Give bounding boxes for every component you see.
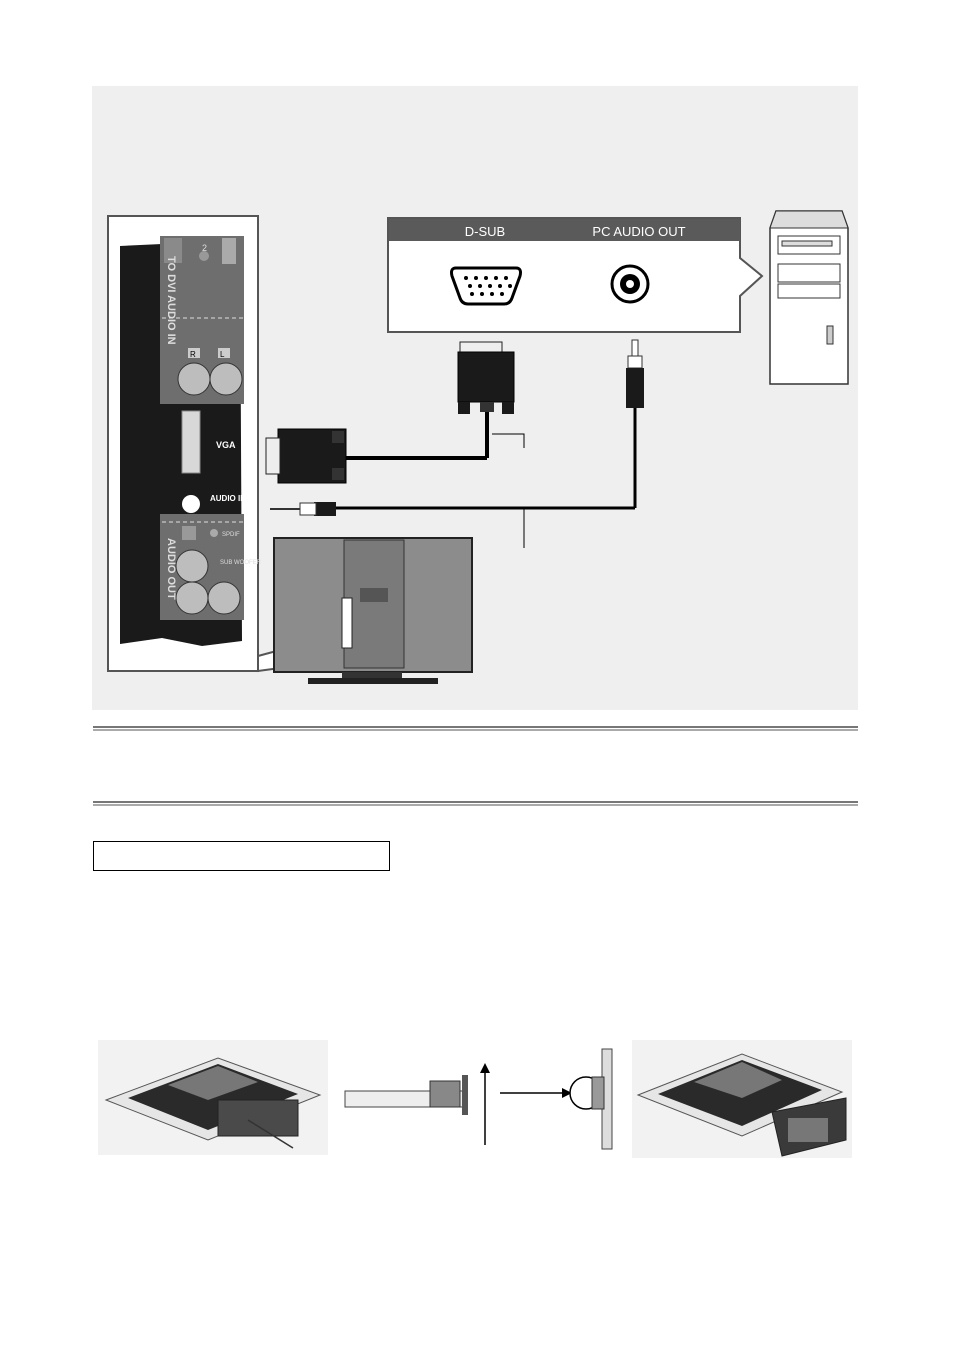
r-label-top: R bbox=[190, 350, 196, 359]
pc-connection-svg: 2 TO DVI AUDIO IN R L VGA AUDIO IN SPDIF… bbox=[107, 210, 849, 684]
stand-step-3-illustration bbox=[632, 1040, 852, 1158]
audio-in-label: AUDIO IN bbox=[210, 494, 246, 503]
l-label-top: L bbox=[220, 350, 225, 359]
stand-section-title-box bbox=[93, 841, 390, 871]
pc-connection-diagram: 2 TO DVI AUDIO IN R L VGA AUDIO IN SPDIF… bbox=[92, 86, 858, 710]
note-bottom-rule bbox=[93, 801, 858, 806]
pc-panel-header bbox=[389, 219, 740, 241]
tv-audio-in-port bbox=[182, 495, 200, 513]
audio-cable bbox=[270, 339, 644, 548]
vga-label: VGA bbox=[216, 440, 236, 450]
sub-woofer-label: SUB WOOFER bbox=[220, 560, 262, 566]
audio-out-label: AUDIO OUT bbox=[165, 538, 177, 600]
stand-step-1-illustration bbox=[98, 1040, 328, 1155]
hdmi-num-label: 2 bbox=[202, 243, 207, 253]
vga-cable bbox=[265, 341, 525, 484]
tv-back-illustration bbox=[257, 537, 473, 684]
spdif-label: SPDIF bbox=[222, 532, 240, 538]
tv-vga-port bbox=[181, 410, 201, 474]
note-text bbox=[93, 745, 858, 785]
dsub-label: D-SUB bbox=[465, 224, 505, 239]
pc-tower-illustration bbox=[769, 210, 849, 385]
pc-audio-out-label: PC AUDIO OUT bbox=[592, 224, 685, 239]
dvi-audio-in-label: TO DVI AUDIO IN bbox=[165, 256, 177, 345]
note-top-rule bbox=[93, 726, 858, 731]
stand-step-2-illustration bbox=[340, 1045, 620, 1153]
